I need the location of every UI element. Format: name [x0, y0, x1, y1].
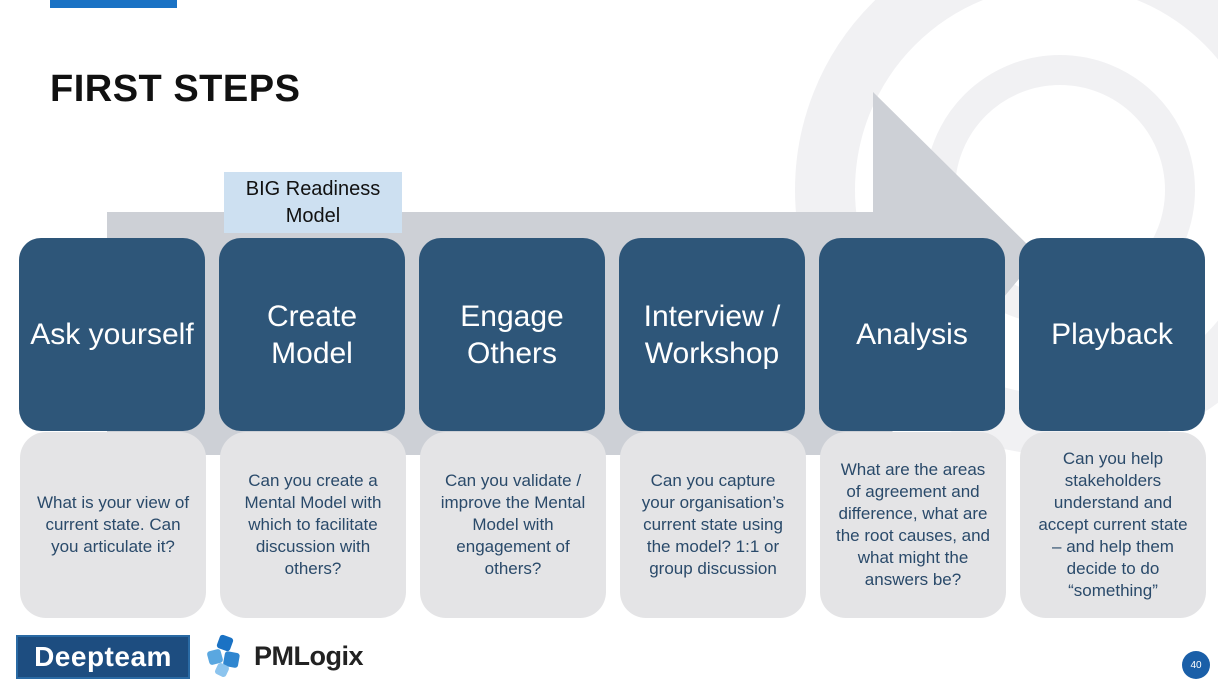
step-description-create-model: Can you create a Mental Model with which…	[220, 432, 406, 618]
page-number-badge: 40	[1182, 651, 1210, 679]
slide-title: FIRST STEPS	[50, 68, 301, 110]
step-description-engage-others: Can you validate / improve the Mental Mo…	[420, 432, 606, 618]
pmlogix-puzzle-icon	[207, 634, 240, 677]
readiness-model-badge: BIG Readiness Model	[224, 172, 402, 233]
step-analysis: Analysis	[819, 238, 1005, 431]
pmlogix-wordmark: PMLogix	[254, 640, 364, 671]
top-accent-bar	[50, 0, 177, 8]
step-description-ask-yourself: What is your view of current state. Can …	[20, 432, 206, 618]
step-description-playback: Can you help stakeholders understand and…	[1020, 432, 1206, 618]
step-create-model: Create Model	[219, 238, 405, 431]
deepteam-logo: Deepteam	[16, 635, 190, 679]
step-description-analysis: What are the areas of agreement and diff…	[820, 432, 1006, 618]
step-engage-others: Engage Others	[419, 238, 605, 431]
step-interview-workshop: Interview / Workshop	[619, 238, 805, 431]
step-ask-yourself: Ask yourself	[19, 238, 205, 431]
step-description-interview-workshop: Can you capture your organisation’s curr…	[620, 432, 806, 618]
step-playback: Playback	[1019, 238, 1205, 431]
pmlogix-logo: PMLogix	[206, 634, 364, 678]
